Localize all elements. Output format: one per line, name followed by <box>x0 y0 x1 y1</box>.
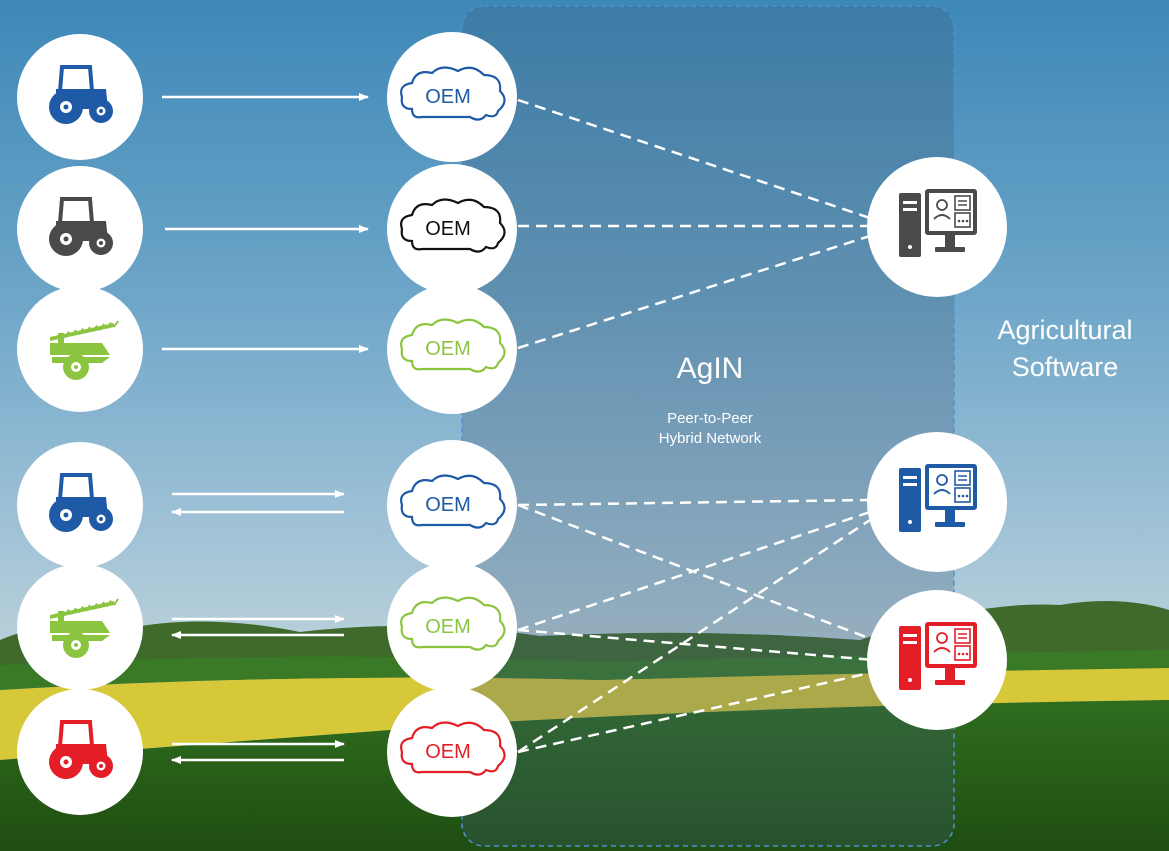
software-label-line2: Software <box>1011 352 1119 382</box>
link-line <box>517 98 871 220</box>
link-line <box>517 518 871 754</box>
oem-label: OEM <box>425 616 471 638</box>
machine-node <box>17 564 143 690</box>
sprayer-icon <box>50 598 119 658</box>
machine-nodes <box>17 34 143 815</box>
link-line <box>517 510 871 632</box>
sprayer-icon <box>50 320 119 380</box>
network-panel <box>461 5 955 847</box>
oem-label: OEM <box>425 86 471 108</box>
oem-cloud-icon: OEM <box>400 198 506 253</box>
oem-nodes: OEM OEM OEM OEM OEM OEM <box>387 32 517 817</box>
oem-node: OEM <box>387 687 517 817</box>
machine-node <box>17 442 143 568</box>
oem-label: OEM <box>425 494 471 516</box>
machine-node <box>17 286 143 412</box>
oem-node: OEM <box>387 284 517 414</box>
link-line <box>517 628 875 662</box>
tractor-icon <box>49 197 113 256</box>
computer-icon <box>899 464 977 532</box>
network-subtitle-line1: Peer-to-Peer <box>667 410 753 427</box>
software-node <box>867 157 1007 297</box>
computer-icon <box>899 189 977 257</box>
green-field <box>0 700 1169 851</box>
software-node <box>867 432 1007 572</box>
oem-label: OEM <box>425 218 471 240</box>
machine-node <box>17 34 143 160</box>
software-nodes <box>867 157 1007 730</box>
oem-cloud-icon: OEM <box>400 596 506 651</box>
two-way-arrows <box>171 490 345 764</box>
dashed-links <box>517 98 875 754</box>
oem-node: OEM <box>387 32 517 162</box>
oem-node: OEM <box>387 164 517 294</box>
oem-cloud-icon: OEM <box>400 474 506 529</box>
oem-cloud-icon: OEM <box>400 318 506 373</box>
software-label-line1: Agricultural <box>997 315 1133 345</box>
tractor-icon <box>49 65 113 124</box>
machine-node <box>17 689 143 815</box>
oem-node: OEM <box>387 440 517 570</box>
oem-label: OEM <box>425 741 471 763</box>
computer-icon <box>899 622 977 690</box>
link-line <box>517 670 875 754</box>
link-line <box>517 234 871 350</box>
tractor-icon <box>49 720 113 779</box>
one-way-arrows <box>162 93 369 353</box>
network-subtitle-line2: Hybrid Network <box>658 430 762 447</box>
link-line <box>517 503 875 642</box>
machine-node <box>17 166 143 292</box>
link-line <box>517 498 871 507</box>
oem-node: OEM <box>387 562 517 692</box>
oem-cloud-icon: OEM <box>400 721 506 776</box>
oem-cloud-icon: OEM <box>400 66 506 121</box>
oem-label: OEM <box>425 338 471 360</box>
network-title: AgIN <box>676 352 744 385</box>
software-node <box>867 590 1007 730</box>
tractor-icon <box>49 473 113 532</box>
